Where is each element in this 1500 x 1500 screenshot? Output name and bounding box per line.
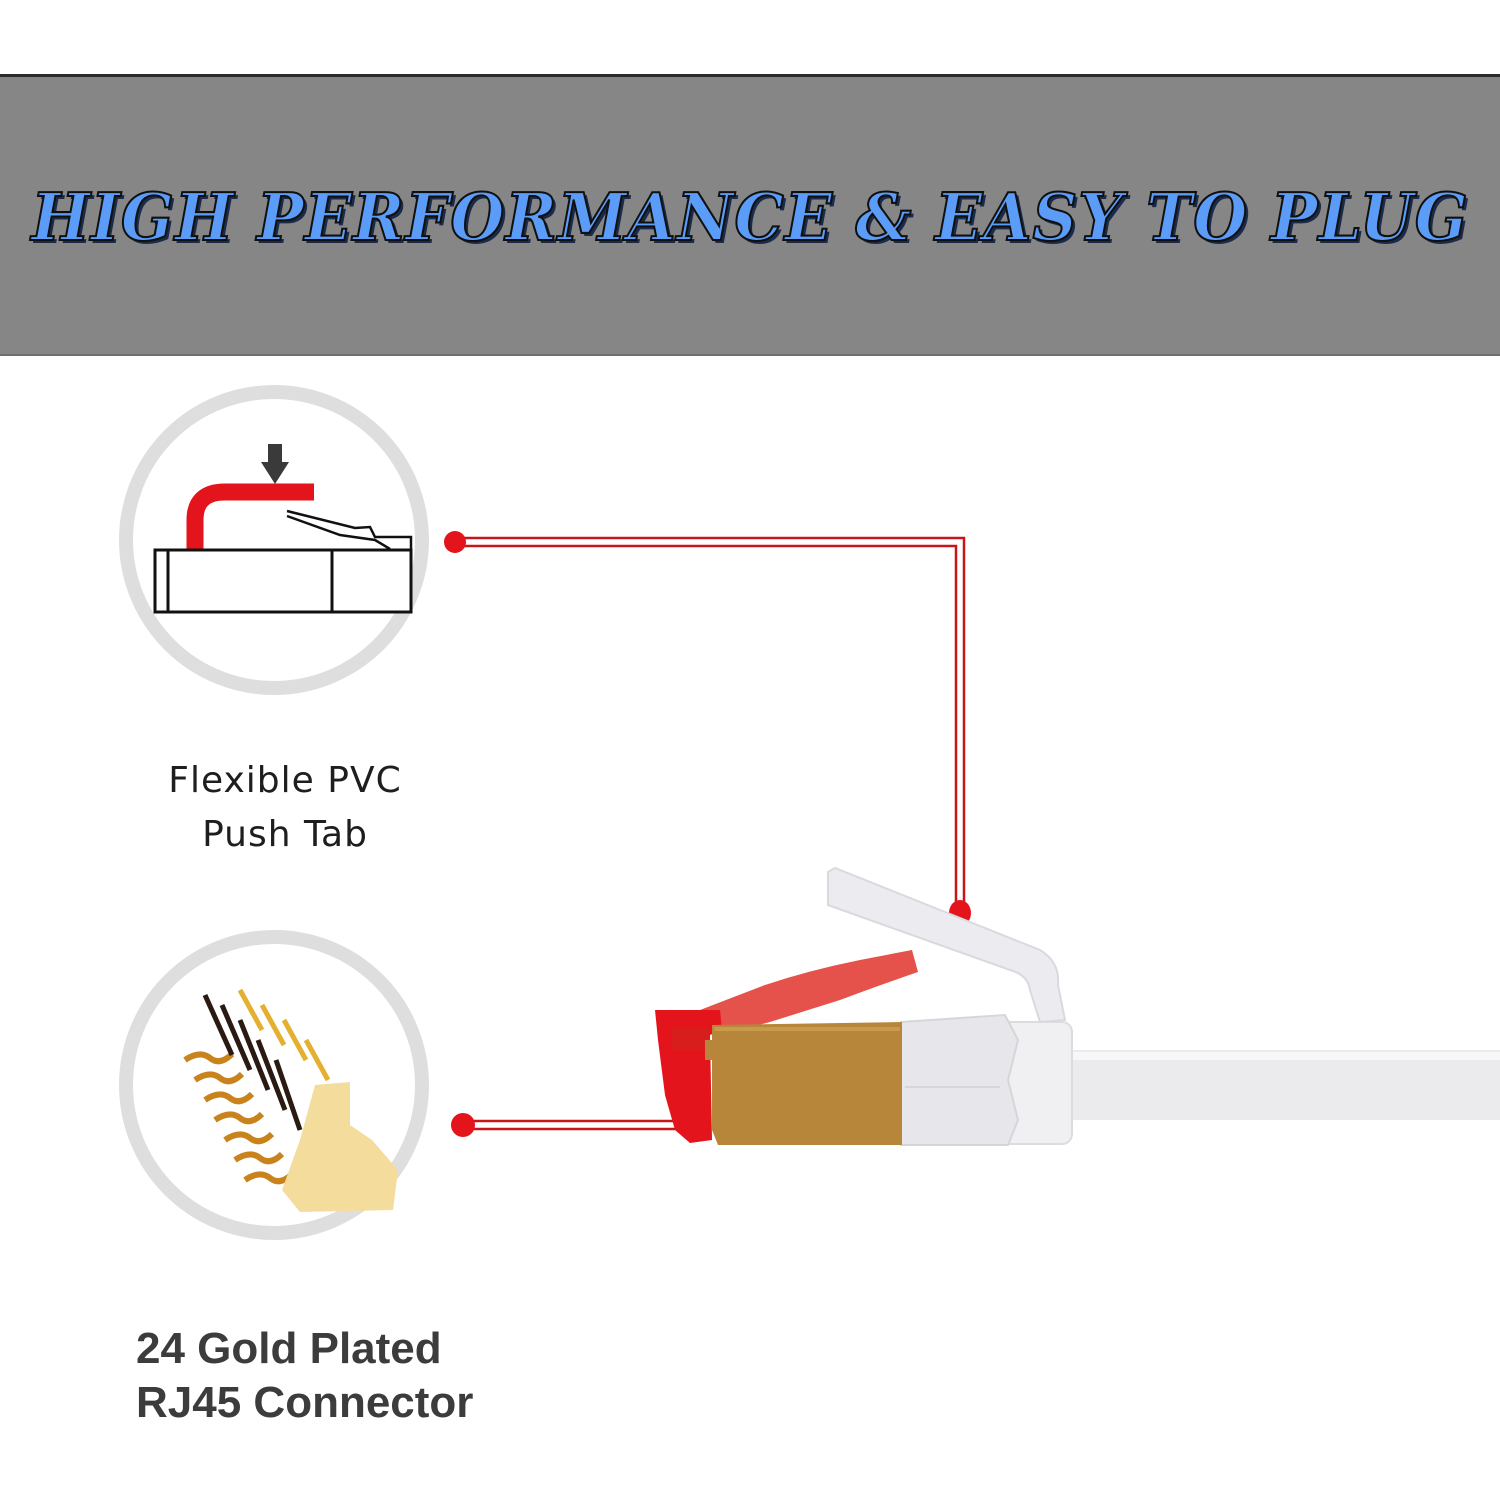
callout-dot-push-tab-start	[444, 531, 466, 553]
gold-connector-label: 24 Gold Plated RJ45 Connector	[136, 1322, 473, 1430]
gold-connector-label-line2: RJ45 Connector	[136, 1378, 474, 1427]
push-tab-label: Flexible PVC Push Tab	[130, 754, 440, 862]
banner-title: HIGH PERFORMANCE & EASY TO PLUG	[30, 178, 1469, 257]
callout-dot-connector-start	[451, 1113, 475, 1137]
callout-dot-connector-end	[675, 1109, 699, 1133]
gold-connector-label-line1: 24 Gold Plated	[136, 1324, 442, 1373]
push-tab-label-line2: Push Tab	[202, 814, 368, 855]
header-banner: HIGH PERFORMANCE & EASY TO PLUG	[0, 74, 1500, 356]
push-tab-label-line1: Flexible PVC	[168, 760, 402, 801]
